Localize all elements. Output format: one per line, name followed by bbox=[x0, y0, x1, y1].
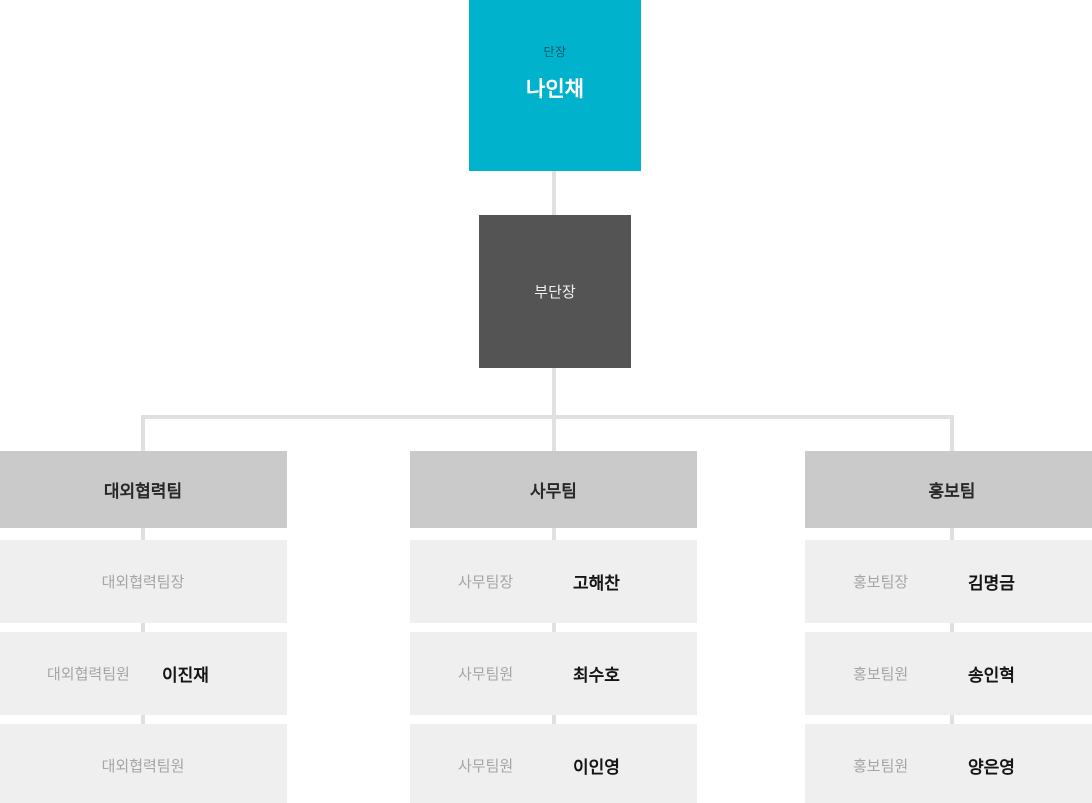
connector-stub bbox=[805, 528, 1092, 540]
connector-stub-line bbox=[551, 623, 556, 632]
connector-stub-line bbox=[551, 715, 556, 724]
member-role: 대외협력팀장 bbox=[101, 574, 185, 591]
member-row: 대외협력팀원 이진재 bbox=[0, 632, 287, 715]
member-role: 대외협력팀원 bbox=[47, 666, 130, 683]
member-name: 김명금 bbox=[968, 574, 1015, 593]
vice-director-title: 부단장 bbox=[534, 284, 576, 301]
team-column-external-cooperation: 대외협력팀 대외협력팀장 대외협력팀원 이진재 대외협력팀원 bbox=[0, 451, 287, 803]
connector-stub-line bbox=[141, 715, 145, 724]
director-title: 단장 bbox=[543, 44, 567, 59]
team-name: 홍보팀 bbox=[928, 482, 976, 501]
connector-stub-line bbox=[551, 528, 556, 540]
connector-stub-line bbox=[141, 623, 145, 632]
connector-stub-line bbox=[950, 623, 954, 632]
member-row: 대외협력팀장 bbox=[0, 540, 287, 623]
member-row: 홍보팀원 양은영 bbox=[805, 724, 1092, 803]
connector-trunk-line bbox=[552, 368, 556, 451]
member-role: 홍보팀원 bbox=[853, 758, 909, 775]
member-row: 사무팀장 고해찬 bbox=[410, 540, 697, 623]
connector-stub bbox=[805, 623, 1092, 632]
connector-right-drop-line bbox=[950, 419, 954, 451]
connector-stub bbox=[410, 528, 697, 540]
director-box: 단장 나인채 bbox=[469, 0, 641, 171]
connector-horizontal-rail bbox=[141, 415, 954, 419]
team-header-box: 사무팀 bbox=[410, 451, 697, 528]
connector-stub-line bbox=[141, 528, 145, 540]
member-name: 이진재 bbox=[162, 666, 209, 685]
member-row: 홍보팀원 송인혁 bbox=[805, 632, 1092, 715]
connector-stub bbox=[805, 715, 1092, 724]
team-name: 사무팀 bbox=[530, 482, 577, 501]
member-name: 양은영 bbox=[968, 758, 1015, 777]
team-header-box: 대외협력팀 bbox=[0, 451, 287, 528]
member-row: 사무팀원 이인영 bbox=[410, 724, 697, 803]
member-name: 이인영 bbox=[573, 758, 620, 777]
member-name: 송인혁 bbox=[968, 666, 1015, 685]
connector-stub bbox=[410, 715, 697, 724]
team-name: 대외협력팀 bbox=[103, 482, 183, 501]
connector-stub bbox=[0, 623, 287, 632]
member-row: 대외협력팀원 bbox=[0, 724, 287, 803]
member-role: 사무팀원 bbox=[458, 758, 514, 775]
member-row: 사무팀원 최수호 bbox=[410, 632, 697, 715]
connector-stub bbox=[410, 623, 697, 632]
member-role: 홍보팀장 bbox=[853, 574, 909, 591]
connector-left-drop-line bbox=[141, 419, 145, 451]
connector-stub-line bbox=[950, 715, 954, 724]
director-name: 나인채 bbox=[526, 77, 584, 101]
connector-director-vice-line bbox=[552, 171, 556, 215]
connector-stub-line bbox=[950, 528, 954, 540]
team-column-pr: 홍보팀 홍보팀장 김명금 홍보팀원 송인혁 홍보팀원 양은영 bbox=[805, 451, 1092, 803]
member-role: 사무팀원 bbox=[458, 666, 514, 683]
team-header-box: 홍보팀 bbox=[805, 451, 1092, 528]
member-role: 홍보팀원 bbox=[853, 666, 909, 683]
member-role: 사무팀장 bbox=[458, 574, 514, 591]
member-name: 고해찬 bbox=[573, 574, 620, 593]
member-role: 대외협력팀원 bbox=[101, 758, 185, 775]
team-column-office: 사무팀 사무팀장 고해찬 사무팀원 최수호 사무팀원 이인영 bbox=[410, 451, 697, 803]
connector-stub bbox=[0, 715, 287, 724]
member-row: 홍보팀장 김명금 bbox=[805, 540, 1092, 623]
connector-stub bbox=[0, 528, 287, 540]
member-name: 최수호 bbox=[573, 666, 620, 685]
vice-director-box: 부단장 bbox=[479, 215, 631, 368]
